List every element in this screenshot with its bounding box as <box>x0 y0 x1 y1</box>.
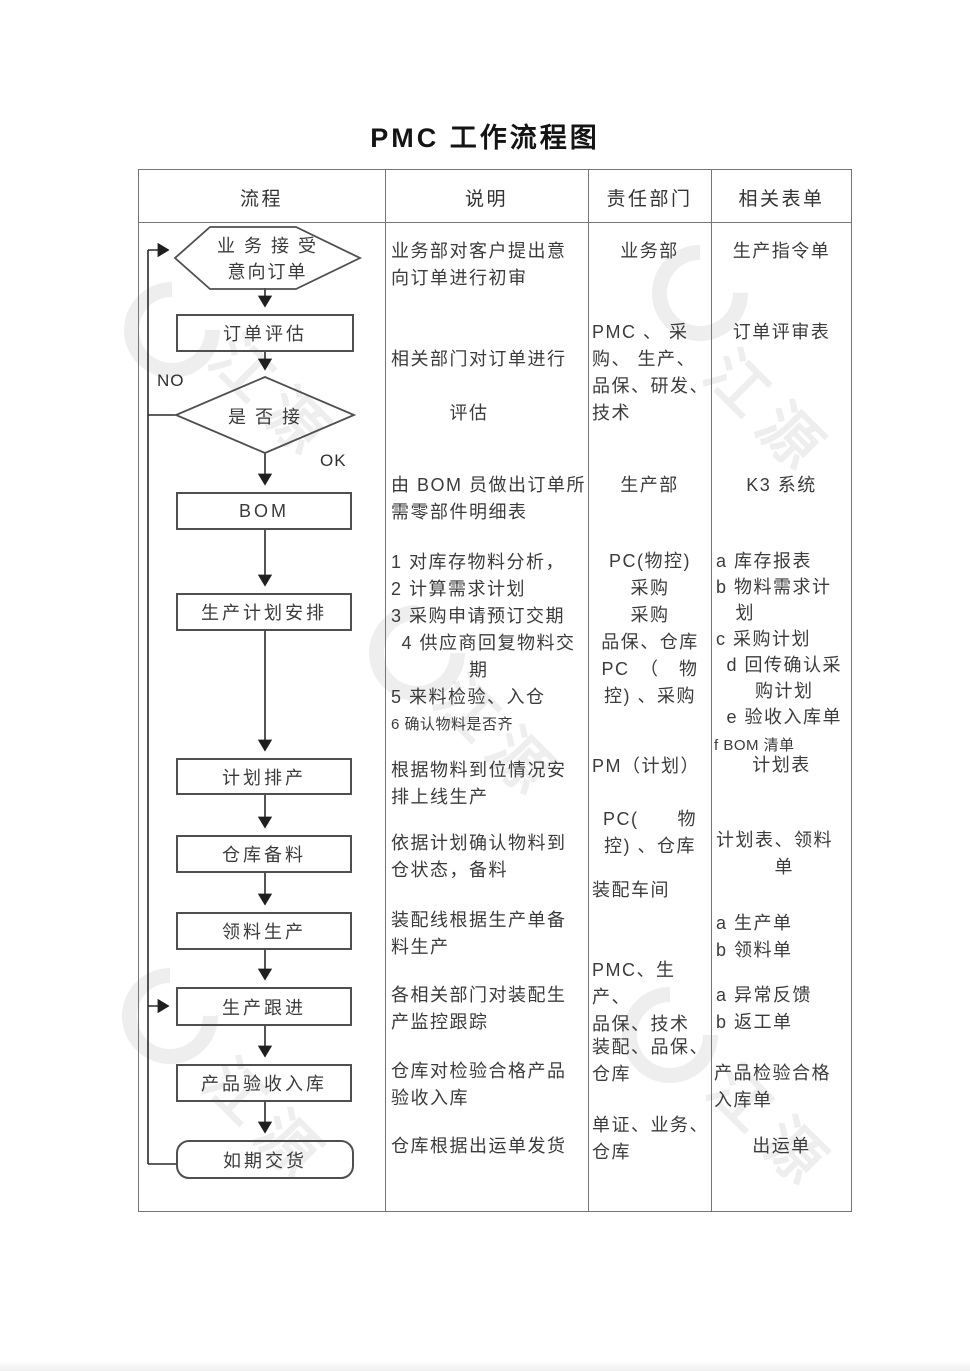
decision-no-label: NO <box>157 371 185 390</box>
diamond-node-shape <box>173 376 357 454</box>
description-row2: 相关部门对订单进行 评估 <box>391 319 591 454</box>
header-description: 说明 <box>464 189 508 210</box>
forms-row4-list: a 库存报表 b 物料需求计 划 c 采购计划 d 回传确认采 购计划 e 验收… <box>716 551 843 727</box>
department-row4: PC(物控) 采购 采购 品保、仓库 PC （ 物 控) 、采购 <box>601 551 699 706</box>
hexagon-label-line1: 业 务 接 受 <box>216 236 318 256</box>
column-divider <box>711 169 713 1212</box>
flow-node-on-time-delivery: 如期交货 <box>176 1140 354 1179</box>
page-title: PMC 工作流程图 <box>370 123 600 153</box>
flow-node-picking-production: 领料生产 <box>176 912 352 950</box>
header-divider <box>138 222 852 224</box>
hexagon-label-line2: 意向订单 <box>227 262 308 282</box>
description-row7: 装配线根据生产单备 料生产 <box>391 910 567 957</box>
department-row7: 装配车间 <box>592 880 670 900</box>
hexagon-node-shape <box>173 226 363 290</box>
forms-row10: 出运单 <box>752 1136 811 1156</box>
header-forms: 相关表单 <box>738 189 825 210</box>
department-row3: 生产部 <box>620 475 679 495</box>
forms-row9: 产品检验合格 入库单 <box>714 1063 831 1110</box>
flow-node-production-follow: 生产跟进 <box>176 987 352 1026</box>
description-row4-list: 1 对库存物料分析， 2 计算需求计划 3 采购申请预订交期 4 供应商回复物料… <box>391 552 576 707</box>
forms-row7: a 生产单 b 领料单 <box>716 913 793 960</box>
flow-node-accept-decision: 是 否 接 <box>227 407 302 427</box>
department-row2: PMC 、 采 购、 生产、 品保、研发、 技术 <box>592 322 709 423</box>
forms-row5: 计划表 <box>752 755 811 775</box>
description-row3: 由 BOM 员做出订单所 需零部件明细表 <box>391 475 587 522</box>
department-row6: PC( 物 控) 、仓库 <box>603 809 697 856</box>
department-row10: 单证、业务、 仓库 <box>592 1115 709 1162</box>
forms-row8: a 异常反馈 b 返工单 <box>716 985 813 1032</box>
flowchart-connectors <box>147 226 363 1165</box>
description-row10: 仓库根据出运单发货 <box>391 1136 567 1156</box>
column-divider <box>588 169 590 1212</box>
department-row1: 业务部 <box>620 241 679 261</box>
flow-node-order-evaluation: 订单评估 <box>176 314 354 352</box>
description-row2-line1: 相关部门对订单进行 <box>391 349 567 369</box>
flow-node-warehouse-prep: 仓库备料 <box>176 835 352 873</box>
forms-row2: 订单评审表 <box>732 322 831 342</box>
department-row5: PM（计划） <box>592 756 700 776</box>
decision-ok-label: OK <box>320 451 347 470</box>
header-process: 流程 <box>239 189 283 210</box>
description-row4-item6: 6 确认物料是否齐 <box>391 716 514 733</box>
description-row9: 仓库对检验合格产品 验收入库 <box>391 1061 567 1108</box>
department-row9: 装配、品保、 仓库 <box>592 1037 709 1084</box>
table-border <box>138 169 852 1212</box>
flow-node-bom: BOM <box>176 492 352 530</box>
flow-node-schedule: 计划排产 <box>176 758 352 795</box>
department-row8: PMC、生产、 品保、技术 <box>592 960 690 1034</box>
forms-row6: 计划表、领料 单 <box>716 830 833 877</box>
description-row6: 依据计划确认物料到 仓状态，备料 <box>391 833 567 880</box>
flow-node-production-plan: 生产计划安排 <box>176 593 352 631</box>
forms-row3: K3 系统 <box>746 475 817 495</box>
page-bottom-shadow <box>0 1361 970 1371</box>
column-divider <box>385 169 387 1212</box>
description-row8: 各相关部门对装配生 产监控跟踪 <box>391 985 567 1032</box>
description-row2-line2: 评估 <box>391 403 489 423</box>
flow-node-intent-order: 业 务 接 受 意向订单 <box>180 233 355 285</box>
description-row1: 业务部对客户提出意 向订单进行初审 <box>391 241 567 288</box>
flow-node-inspection-storage: 产品验收入库 <box>176 1064 352 1102</box>
forms-row1: 生产指令单 <box>732 241 831 261</box>
header-department: 责任部门 <box>606 189 693 210</box>
description-row5: 根据物料到位情况安 排上线生产 <box>391 760 567 807</box>
forms-row4-item-f: f BOM 清单 <box>714 737 795 754</box>
